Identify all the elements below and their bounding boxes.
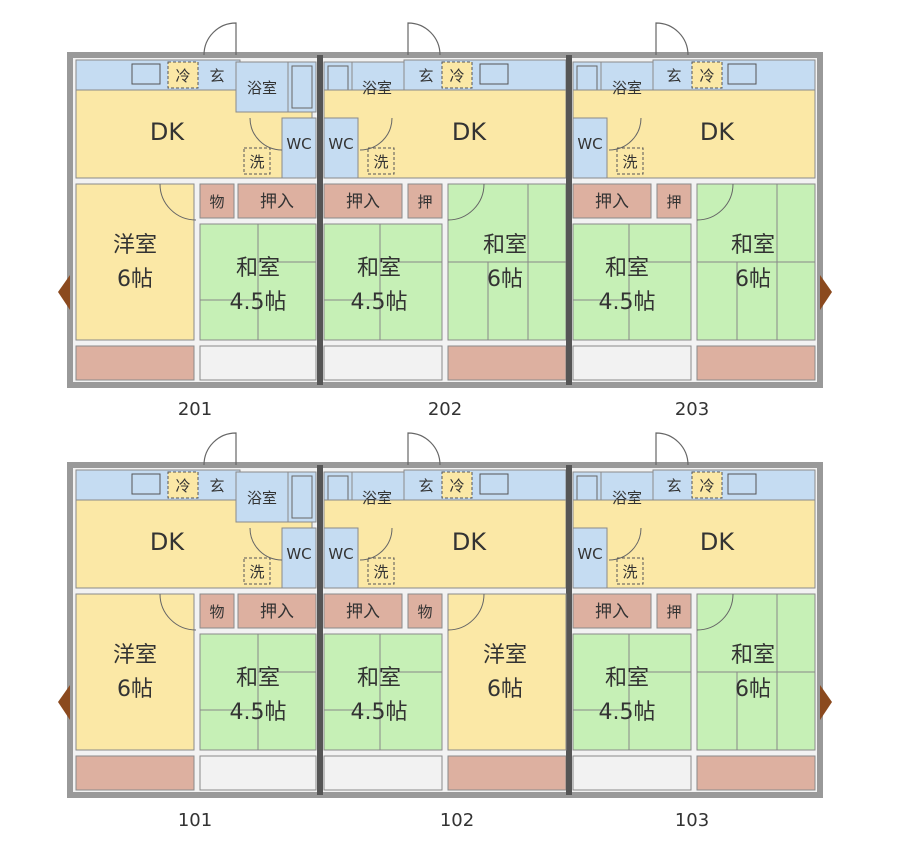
closet-label: 押入 [260,192,294,212]
washer-label: 洗 [373,153,388,171]
room-western: 洋室 [483,643,527,668]
lower-floor [58,433,832,795]
storage-label: 物 [209,603,224,621]
washer-label: 洗 [373,563,388,581]
closet-label: 押入 [346,192,380,212]
room-size: 4.5帖 [230,700,287,725]
room-size: 6帖 [735,267,771,292]
room-size: 6帖 [117,267,153,292]
washer-label: 洗 [249,563,264,581]
room-wc: WC [577,545,602,563]
upper-floor [58,23,832,385]
washer-label: 洗 [249,153,264,171]
room-size: 4.5帖 [599,700,656,725]
room-bath: 浴室 [247,489,277,507]
fridge-label: 冷 [449,67,464,85]
room-japanese: 和室 [731,643,775,668]
entrance-label: 玄 [418,67,433,85]
room-western: 洋室 [113,233,157,258]
room-wc: WC [286,135,311,153]
room-size: 6帖 [735,677,771,702]
room-western: 洋室 [113,643,157,668]
room-size: 4.5帖 [351,290,408,315]
room-japanese: 和室 [731,233,775,258]
room-bath: 浴室 [247,79,277,97]
closet-label: 押入 [595,192,629,212]
room-size: 4.5帖 [599,290,656,315]
room-size: 6帖 [117,677,153,702]
room-size: 4.5帖 [351,700,408,725]
entrance-label: 玄 [666,67,681,85]
unit-number: 103 [675,810,709,831]
room-wc: WC [328,135,353,153]
room-size: 4.5帖 [230,290,287,315]
closet-label: 押入 [346,602,380,622]
room-wc: WC [328,545,353,563]
room-wc: WC [286,545,311,563]
washer-label: 洗 [622,153,637,171]
storage-label: 物 [417,603,432,621]
washer-label: 洗 [622,563,637,581]
fridge-label: 冷 [699,67,714,85]
unit-number: 202 [428,399,462,420]
entrance-label: 玄 [209,477,224,495]
room-dk: DK [452,118,487,146]
room-dk: DK [700,528,735,556]
room-size: 6帖 [487,677,523,702]
entrance-label: 玄 [209,67,224,85]
unit-number: 102 [440,810,474,831]
entrance-label: 玄 [418,477,433,495]
closet-label: 押入 [595,602,629,622]
room-dk: DK [150,118,185,146]
fridge-label: 冷 [175,67,190,85]
unit-number: 203 [675,399,709,420]
room-japanese: 和室 [483,233,527,258]
closet-short-label: 押 [666,603,681,621]
room-bath: 浴室 [612,79,642,97]
fridge-label: 冷 [699,477,714,495]
closet-label: 押入 [260,602,294,622]
unit-number: 201 [178,399,212,420]
room-japanese: 和室 [236,666,280,691]
closet-short-label: 押 [666,193,681,211]
fridge-label: 冷 [449,477,464,495]
room-dk: DK [452,528,487,556]
storage-label: 物 [209,193,224,211]
room-japanese: 和室 [357,666,401,691]
room-japanese: 和室 [357,256,401,281]
fridge-label: 冷 [175,477,190,495]
room-japanese: 和室 [605,256,649,281]
room-bath: 浴室 [612,489,642,507]
closet-short-label: 押 [417,193,432,211]
room-bath: 浴室 [362,79,392,97]
room-dk: DK [700,118,735,146]
entrance-label: 玄 [666,477,681,495]
room-japanese: 和室 [605,666,649,691]
unit-number: 101 [178,810,212,831]
room-dk: DK [150,528,185,556]
room-japanese: 和室 [236,256,280,281]
room-wc: WC [577,135,602,153]
room-size: 6帖 [487,267,523,292]
room-bath: 浴室 [362,489,392,507]
